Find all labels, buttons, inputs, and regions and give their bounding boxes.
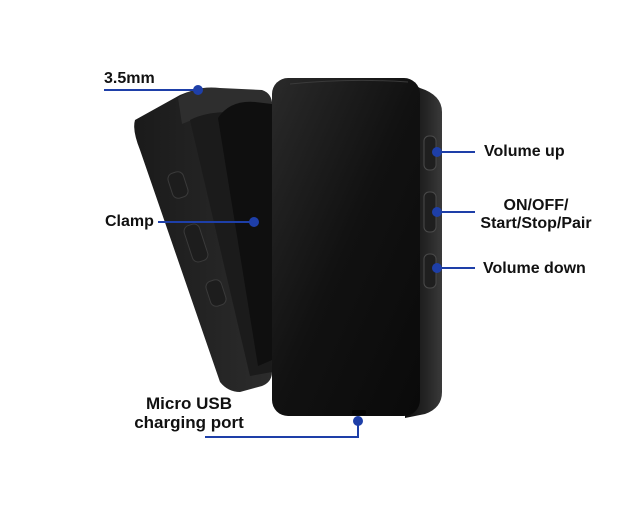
label-onoff-line1: ON/OFF/ — [503, 197, 569, 214]
clamp-button-top — [167, 171, 189, 199]
clamp-body — [134, 87, 273, 392]
label-onoff-line2: Start/Stop/Pair — [480, 215, 592, 232]
clamp-button-bottom — [205, 279, 227, 307]
usb-port — [352, 410, 366, 415]
label-volume-up: Volume up — [484, 143, 565, 160]
label-micro-usb-line2: charging port — [134, 413, 244, 432]
leader-usb — [205, 421, 359, 438]
clamp-button-middle — [183, 223, 209, 263]
label-volume-down: Volume down — [483, 260, 586, 277]
label-onoff: ON/OFF/ Start/Stop/Pair — [476, 197, 596, 233]
label-micro-usb: Micro USB charging port — [130, 394, 248, 432]
device-front — [272, 78, 442, 418]
label-clamp: Clamp — [105, 213, 154, 230]
leader-lines — [104, 85, 475, 438]
label-micro-usb-line1: Micro USB — [146, 394, 232, 413]
label-3-5mm: 3.5mm — [104, 70, 155, 87]
